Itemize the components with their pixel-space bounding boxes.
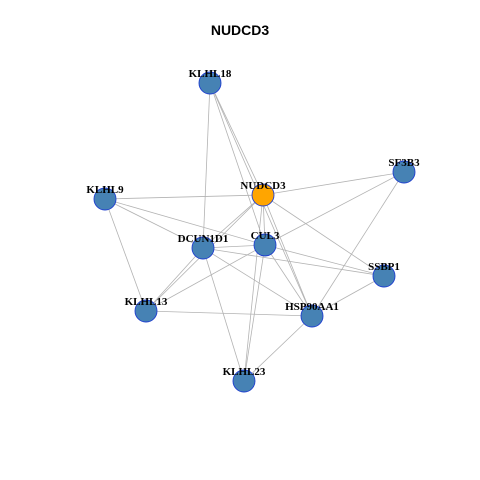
edge-cul3-hsp90aa1 [264, 244, 313, 317]
node-hsp90aa1 [300, 304, 324, 328]
node-label-cul3: CUL3 [251, 230, 280, 242]
node-label-sf3b3: SF3B3 [388, 157, 420, 169]
edge-klhl9-nudcd3 [104, 194, 264, 200]
node-label-klhl23: KLHL23 [223, 366, 266, 378]
node-label-ssbp1: SSBP1 [368, 261, 400, 273]
edge-dcun1d1-hsp90aa1 [202, 247, 313, 317]
edge-dcun1d1-ssbp1 [202, 247, 385, 277]
node-label-dcun1d1: DCUN1D1 [178, 233, 229, 245]
node-label-hsp90aa1: HSP90AA1 [285, 301, 339, 313]
node-cul3 [253, 233, 277, 257]
edge-hsp90aa1-klhl23 [243, 315, 313, 382]
edge-klhl9-dcun1d1 [104, 198, 204, 249]
node-label-klhl13: KLHL13 [125, 296, 168, 308]
node-dcun1d1 [191, 236, 215, 260]
edge-klhl18-nudcd3 [209, 82, 264, 196]
edge-klhl18-dcun1d1 [202, 82, 211, 249]
edge-dcun1d1-klhl23 [202, 247, 245, 382]
node-layer [93, 71, 416, 393]
node-klhl13 [134, 299, 158, 323]
edge-nudcd3-klhl23 [243, 194, 264, 382]
node-klhl18 [198, 71, 222, 95]
edge-klhl13-hsp90aa1 [145, 310, 313, 317]
node-sf3b3 [392, 160, 416, 184]
node-label-klhl9: KLHL9 [86, 184, 124, 196]
edge-klhl18-cul3 [209, 82, 266, 246]
edge-klhl9-klhl13 [104, 198, 147, 312]
node-ssbp1 [372, 264, 396, 288]
node-nudcd3 [251, 183, 275, 207]
edge-nudcd3-dcun1d1 [202, 194, 264, 249]
edge-ssbp1-hsp90aa1 [311, 275, 385, 317]
graph-title: NUDCD3 [210, 22, 270, 38]
edge-klhl9-cul3 [104, 198, 266, 246]
edge-sf3b3-cul3 [264, 171, 405, 246]
edge-nudcd3-hsp90aa1 [262, 194, 313, 317]
edge-cul3-klhl23 [243, 244, 266, 382]
node-klhl9 [93, 187, 117, 211]
edge-cul3-ssbp1 [264, 244, 385, 277]
edge-sf3b3-hsp90aa1 [311, 171, 405, 317]
edge-nudcd3-ssbp1 [262, 194, 385, 277]
node-label-nudcd3: NUDCD3 [240, 180, 286, 192]
edge-dcun1d1-klhl13 [145, 247, 204, 312]
edge-cul3-klhl13 [145, 244, 266, 312]
node-label-klhl18: KLHL18 [189, 68, 232, 80]
node-klhl23 [232, 369, 256, 393]
edge-sf3b3-nudcd3 [262, 171, 405, 196]
